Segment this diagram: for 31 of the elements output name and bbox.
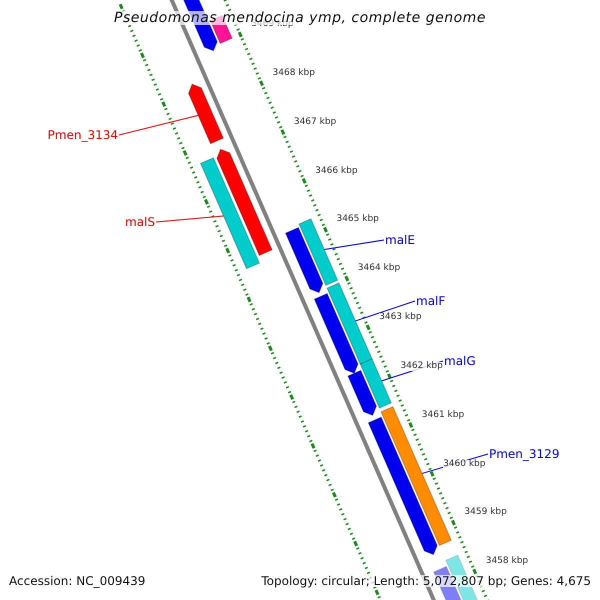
genome-info-text: Topology: circular; Length: 5,072,807 bp; Genes: 4,675 <box>261 575 591 587</box>
gene-bar <box>200 157 260 270</box>
gene-feature <box>368 416 438 556</box>
tick-label: 3458 kbp <box>486 557 528 566</box>
gene-label: Pmen_3129 <box>489 448 560 460</box>
leader-line <box>156 216 224 222</box>
tick-label: 3465 kbp <box>336 215 379 224</box>
gene-label: malF <box>416 295 446 307</box>
gene-label: Pmen_3134 <box>48 129 118 141</box>
gene-feature <box>188 83 224 144</box>
accession-label: Accession: NC_009439 <box>9 575 146 587</box>
leader-line <box>118 114 199 136</box>
tick-label: 3462 kbp <box>400 362 443 371</box>
gene-feature <box>347 370 377 416</box>
gene-label: malG <box>444 355 476 367</box>
tick-label: 3460 kbp <box>443 460 486 469</box>
tick-label: 3461 kbp <box>422 410 464 420</box>
gene-bar <box>298 218 338 286</box>
tick-label: 3463 kbp <box>379 313 422 322</box>
tick-label: 3467 kbp <box>294 118 336 127</box>
tick-label: 3468 kbp <box>272 68 315 78</box>
gene-feature <box>314 292 359 374</box>
gene-label: malE <box>385 234 415 246</box>
gene-bar <box>326 282 373 365</box>
tick-label: 3466 kbp <box>315 166 358 176</box>
gene-feature <box>216 148 273 256</box>
tick-label: 3459 kbp <box>464 508 507 518</box>
tick-label: 3464 kbp <box>358 264 400 274</box>
gene-label: malS <box>125 216 155 228</box>
gene-feature <box>284 226 324 294</box>
gene-bar <box>360 358 392 409</box>
